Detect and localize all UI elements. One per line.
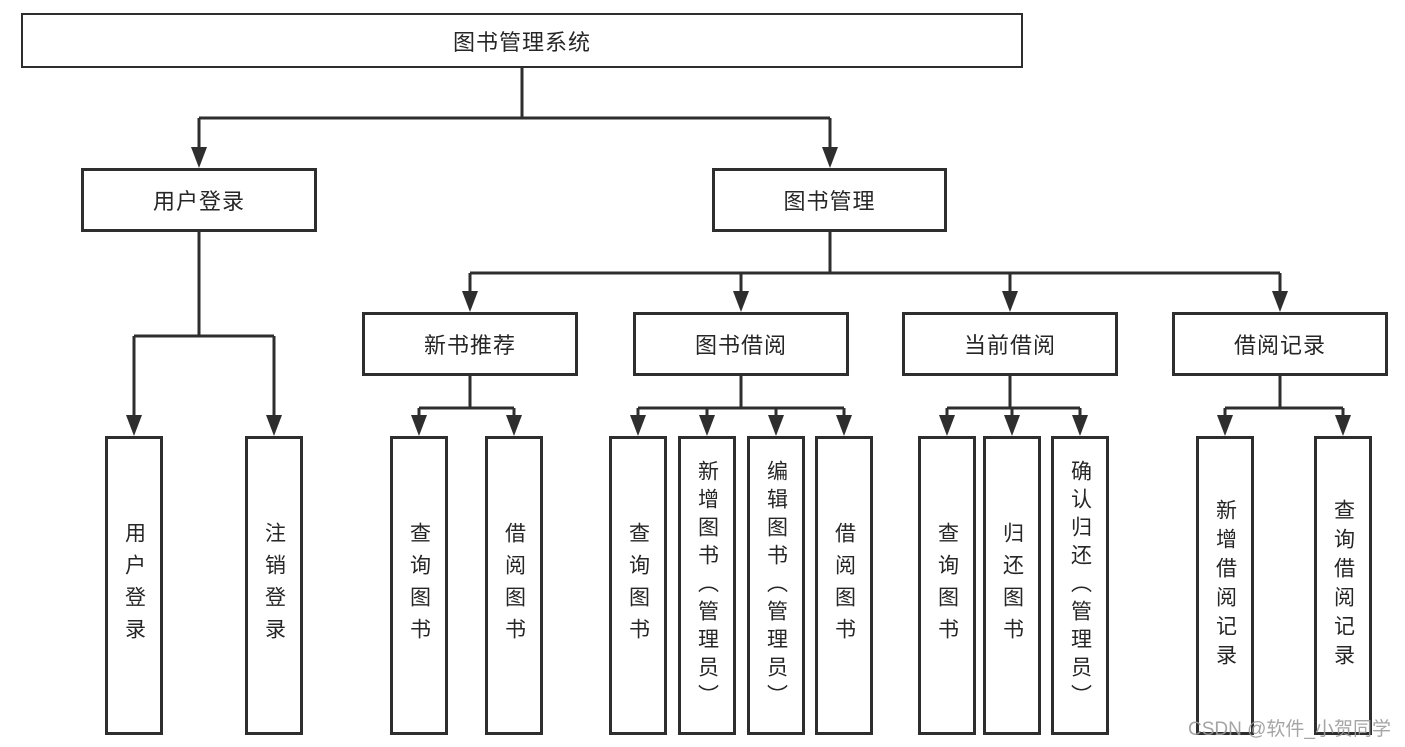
leaf-label: 查询借阅记录: [1331, 498, 1355, 673]
leaf-label: 查询图书: [407, 521, 431, 650]
leaf-borrow-books-recommend: 借阅图书: [485, 436, 543, 735]
leaf-logout: 注销登录: [245, 436, 303, 735]
edges-new-book-recommendation: [411, 376, 522, 436]
leaf-label: 借阅图书: [832, 521, 856, 650]
node-borrowing-records: 借阅记录: [1172, 312, 1388, 376]
arrow-down-icon: [822, 147, 838, 168]
edges-book-borrowing: [630, 376, 852, 436]
leaf-add-borrowing-record: 新增借阅记录: [1196, 436, 1254, 735]
edges-root: [191, 68, 838, 168]
arrow-down-icon: [733, 291, 749, 312]
arrow-down-icon: [1072, 415, 1088, 436]
arrow-down-icon: [191, 147, 207, 168]
edges-borrowing-records: [1217, 376, 1351, 436]
leaf-query-books-recommend: 查询图书: [390, 436, 448, 735]
leaf-label: 查询图书: [935, 521, 959, 650]
leaf-label: 借阅图书: [502, 521, 526, 650]
arrow-down-icon: [1002, 291, 1018, 312]
leaf-edit-book-admin: 编辑图书（管理员）: [747, 436, 805, 735]
arrow-down-icon: [699, 415, 715, 436]
arrow-down-icon: [506, 415, 522, 436]
arrow-down-icon: [411, 415, 427, 436]
leaf-query-borrowing-record: 查询借阅记录: [1314, 436, 1372, 735]
leaf-label: 新增图书（管理员）: [695, 459, 719, 712]
edges-current-borrowing: [939, 376, 1088, 436]
arrow-down-icon: [939, 415, 955, 436]
leaf-label: 编辑图书（管理员）: [764, 459, 788, 712]
node-book-management: 图书管理: [712, 168, 947, 232]
leaf-label: 注销登录: [262, 521, 286, 650]
arrow-down-icon: [1217, 415, 1233, 436]
arrow-down-icon: [126, 415, 142, 436]
arrow-down-icon: [630, 415, 646, 436]
leaf-user-login: 用户登录: [105, 436, 163, 735]
leaf-label: 新增借阅记录: [1213, 498, 1237, 673]
arrow-down-icon: [768, 415, 784, 436]
leaf-confirm-return-admin: 确认归还（管理员）: [1051, 436, 1109, 735]
leaf-add-book-admin: 新增图书（管理员）: [678, 436, 736, 735]
node-book-borrowing: 图书借阅: [633, 312, 849, 376]
leaf-borrow-books-borrowing: 借阅图书: [815, 436, 873, 735]
edges-book-management: [462, 232, 1288, 312]
leaf-query-books-current: 查询图书: [918, 436, 976, 735]
arrow-down-icon: [266, 415, 282, 436]
watermark-text: CSDN @软件_小贺同学: [1188, 719, 1391, 740]
leaf-return-book: 归还图书: [983, 436, 1041, 735]
leaf-query-books-borrowing: 查询图书: [609, 436, 667, 735]
arrow-down-icon: [1335, 415, 1351, 436]
arrow-down-icon: [836, 415, 852, 436]
leaf-label: 确认归还（管理员）: [1068, 459, 1092, 712]
leaf-label: 归还图书: [1000, 521, 1024, 650]
arrow-down-icon: [1272, 291, 1288, 312]
node-library-system: 图书管理系统: [21, 13, 1023, 68]
edges-user-login: [126, 232, 282, 436]
arrow-down-icon: [1004, 415, 1020, 436]
leaf-label: 查询图书: [626, 521, 650, 650]
arrow-down-icon: [462, 291, 478, 312]
node-new-book-recommendation: 新书推荐: [362, 312, 578, 376]
node-current-borrowing: 当前借阅: [902, 312, 1118, 376]
leaf-label: 用户登录: [122, 521, 146, 650]
node-user-login: 用户登录: [81, 168, 317, 232]
